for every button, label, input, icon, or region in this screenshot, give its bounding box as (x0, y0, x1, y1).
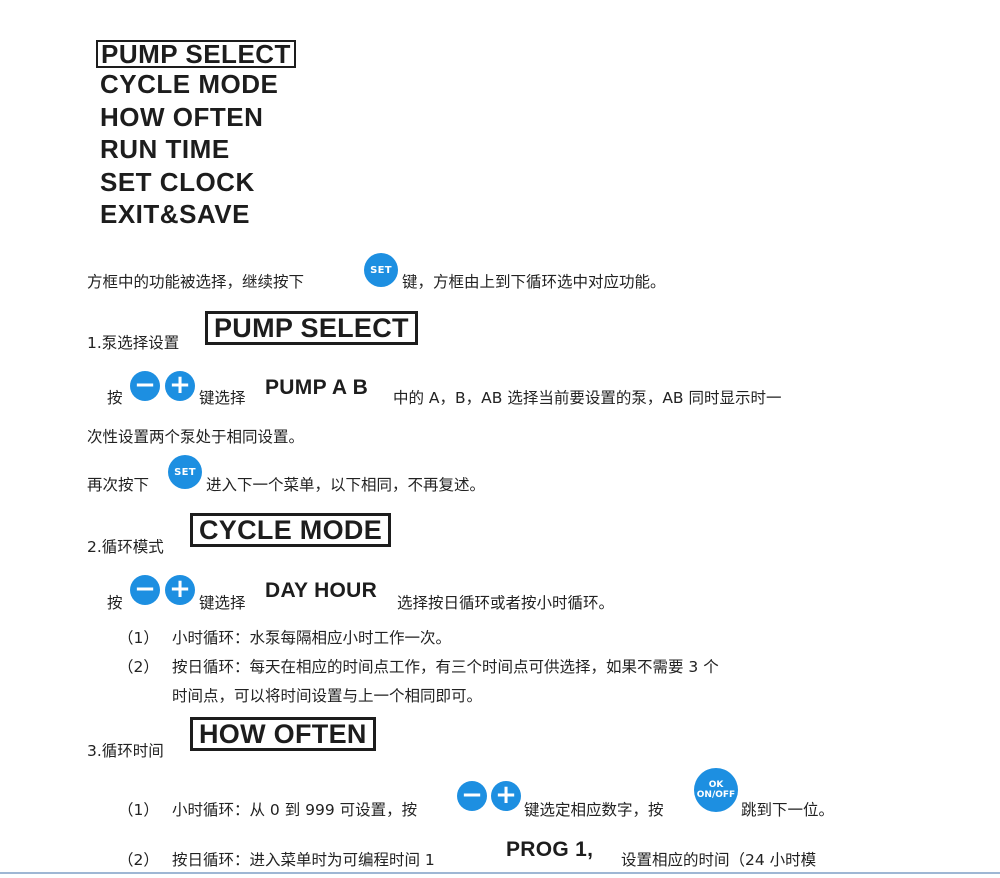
section2-line1-suffix: 选择按日循环或者按小时循环。 (397, 594, 615, 612)
plus-button-icon: + (165, 371, 195, 401)
menu-item-pump-select: PUMP SELECT (96, 40, 296, 68)
minus-button-icon: − (130, 371, 160, 401)
minus-button-icon: − (130, 575, 160, 605)
section3-item2-suffix: 设置相应的时间（24 小时模 (621, 851, 817, 869)
section2-line1-prefix: 按 (107, 594, 123, 612)
section2-line1-mid: 键选择 (199, 594, 246, 612)
section1-line2: 次性设置两个泵处于相同设置。 (87, 428, 305, 446)
section1-line1-suffix: 中的 A，B，AB 选择当前要设置的泵，AB 同时显示时一 (393, 389, 782, 407)
section3-item1-mid: 键选定相应数字，按 (524, 801, 664, 819)
lcd-menu: PUMP SELECT CYCLE MODE HOW OFTEN RUN TIM… (96, 40, 296, 231)
menu-item-cycle-mode: CYCLE MODE (100, 69, 279, 99)
section3-heading: 3.循环时间 (87, 742, 164, 760)
menu-item-run-time: RUN TIME (100, 134, 230, 164)
section2-item-text: 小时循环：水泵每隔相应小时工作一次。 (172, 629, 452, 647)
section3-item-number: （1） (118, 801, 159, 819)
section2-item-number: （1） (118, 629, 159, 647)
set-button-icon: SET (364, 253, 398, 287)
section1-line3-suffix: 进入下一个菜单，以下相同，不再复述。 (206, 476, 486, 494)
section1-lcd-option: PUMP A B (265, 376, 369, 399)
section2-item-number: （2） (118, 658, 159, 676)
minus-button-icon: − (457, 781, 487, 811)
section1-line1-mid: 键选择 (199, 389, 246, 407)
section3-item1-prefix: 小时循环：从 0 到 999 可设置，按 (172, 801, 418, 819)
section1-lcd-label: PUMP SELECT (205, 311, 418, 345)
section1-line3-prefix: 再次按下 (87, 476, 150, 494)
menu-item-exit-save: EXIT&SAVE (100, 199, 250, 229)
section2-heading: 2.循环模式 (87, 538, 164, 556)
section3-item-number: （2） (118, 851, 159, 869)
section2-lcd-label: CYCLE MODE (190, 513, 392, 547)
menu-item-how-often: HOW OFTEN (100, 101, 264, 132)
section1-heading: 1.泵选择设置 (87, 334, 180, 352)
section3-item1-suffix: 跳到下一位。 (741, 801, 835, 819)
menu-item-set-clock: SET CLOCK (100, 166, 255, 197)
section1-line1-prefix: 按 (107, 389, 123, 407)
plus-button-icon: + (491, 781, 521, 811)
section3-item2-prefix: 按日循环：进入菜单时为可编程时间 1 (172, 851, 435, 869)
section3-lcd-label: HOW OFTEN (190, 717, 376, 751)
set-button-icon: SET (168, 455, 202, 489)
section3-lcd-prog: PROG 1, (506, 838, 594, 861)
page-bottom-rule (0, 872, 1000, 874)
intro-text-after: 键，方框由上到下循环选中对应功能。 (402, 273, 666, 291)
plus-button-icon: + (165, 575, 195, 605)
section2-item-continuation: 时间点，可以将时间设置与上一个相同即可。 (172, 687, 483, 705)
intro-text-before: 方框中的功能被选择，继续按下 (87, 273, 305, 291)
section2-item-text: 按日循环：每天在相应的时间点工作，有三个时间点可供选择，如果不需要 3 个 (172, 658, 719, 676)
section2-lcd-option: DAY HOUR (265, 579, 378, 602)
